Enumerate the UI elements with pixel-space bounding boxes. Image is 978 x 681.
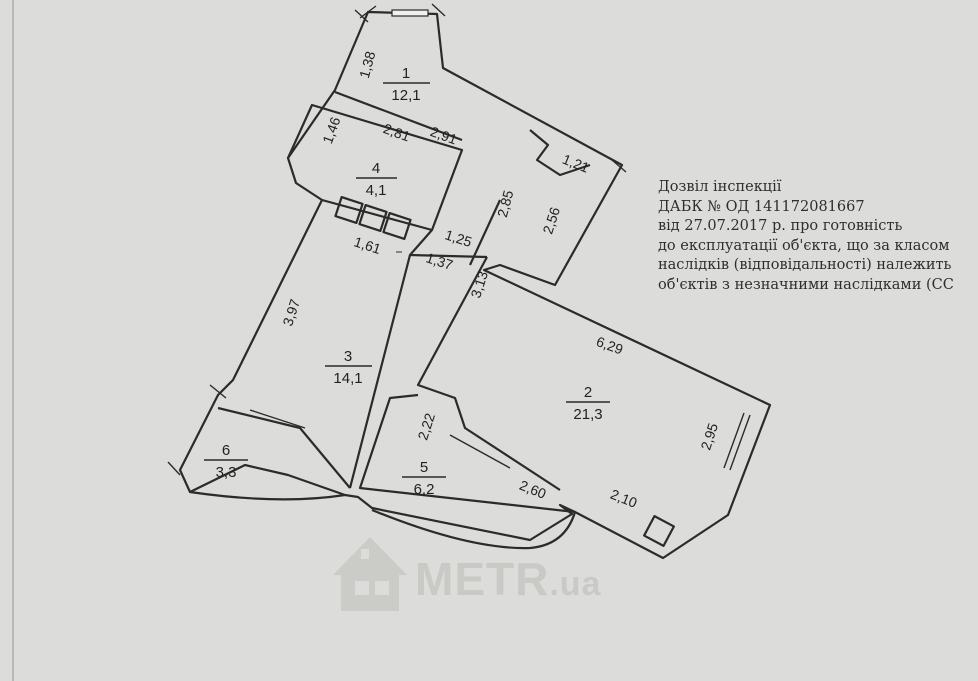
- dimension-label: 3,13: [467, 269, 491, 300]
- room-id: 6: [222, 442, 230, 459]
- note-line: Дозвіл інспекції: [658, 179, 782, 195]
- tick-right: [611, 159, 627, 173]
- wall-room6-curve: [189, 490, 346, 501]
- closet-1: [334, 195, 364, 225]
- balcony-curve: [371, 508, 577, 550]
- page-edge-line: [12, 0, 14, 681]
- wall-room1-right: [529, 129, 591, 177]
- dimension-label: 1,38: [356, 49, 379, 80]
- room2-corner-box: [643, 515, 675, 547]
- wall-2.85: [469, 199, 501, 266]
- room-area: 3,3: [216, 464, 237, 481]
- wall-room1-bottom: [334, 90, 463, 142]
- outer-wall: [178, 10, 772, 560]
- window-room3: [249, 409, 306, 429]
- window-room2: [723, 412, 751, 471]
- wall-room6-top: [217, 406, 351, 489]
- dimension-label: 2,81: [381, 120, 412, 144]
- wall-room4: [286, 103, 464, 232]
- wall-room5: [358, 393, 576, 514]
- note-line: від 27.07.2017 р. про готовність: [658, 218, 903, 234]
- note-line: ДАБК № ОД 141172081667: [658, 198, 865, 215]
- wall-room2-left: [416, 256, 561, 491]
- room-area: 12,1: [391, 87, 420, 104]
- room-area: 6,2: [414, 481, 435, 498]
- note-line: наслідків (відповідальності) належить: [658, 257, 952, 273]
- tick-left: [209, 384, 227, 399]
- inspection-permit-note: Дозвіл інспекції ДАБК № ОД 141172081667 …: [658, 178, 978, 295]
- room-id: 4: [372, 160, 380, 177]
- watermark-domain: .ua: [549, 565, 602, 603]
- room-id: 5: [420, 459, 428, 476]
- tick-bottom-left: [167, 461, 181, 476]
- room-id: 2: [584, 384, 592, 401]
- room-area: 4,1: [366, 182, 387, 199]
- dimension-label: 1,37: [424, 249, 455, 273]
- dimension-label: 2,56: [539, 205, 563, 236]
- window-room5: [449, 434, 511, 469]
- dimension-label: 2,10: [608, 486, 639, 511]
- dimension-label: 1,46: [319, 115, 343, 146]
- tick-top-right: [431, 3, 446, 17]
- note-line: об'єктів з незначними наслідками (СС: [658, 276, 954, 293]
- watermark-logo: METR.ua: [415, 552, 601, 606]
- house-logo-icon: [333, 537, 407, 611]
- room-area: 21,3: [573, 406, 602, 423]
- dimension-label: 3,97: [279, 297, 303, 328]
- room-id: 1: [402, 65, 410, 82]
- tick-top-left: [354, 5, 377, 23]
- dimension-label: 2,22: [414, 411, 438, 442]
- wall-room3-right: [348, 254, 412, 489]
- room-area: 14,1: [333, 370, 362, 387]
- dimension-label: 2,95: [697, 421, 721, 452]
- dimension-label: 1,25: [443, 226, 474, 250]
- watermark-brand: METR: [415, 553, 550, 605]
- window-top: [391, 9, 429, 17]
- closet-2: [358, 203, 388, 233]
- dimension-label: 2,85: [494, 188, 517, 219]
- room-id: 3: [344, 348, 352, 365]
- dimension-label: 6,29: [594, 333, 625, 357]
- dimension-label: 1,61: [352, 233, 383, 257]
- note-line: до експлуатації об'єкта, що за класом: [658, 237, 950, 254]
- closet-3: [382, 211, 412, 241]
